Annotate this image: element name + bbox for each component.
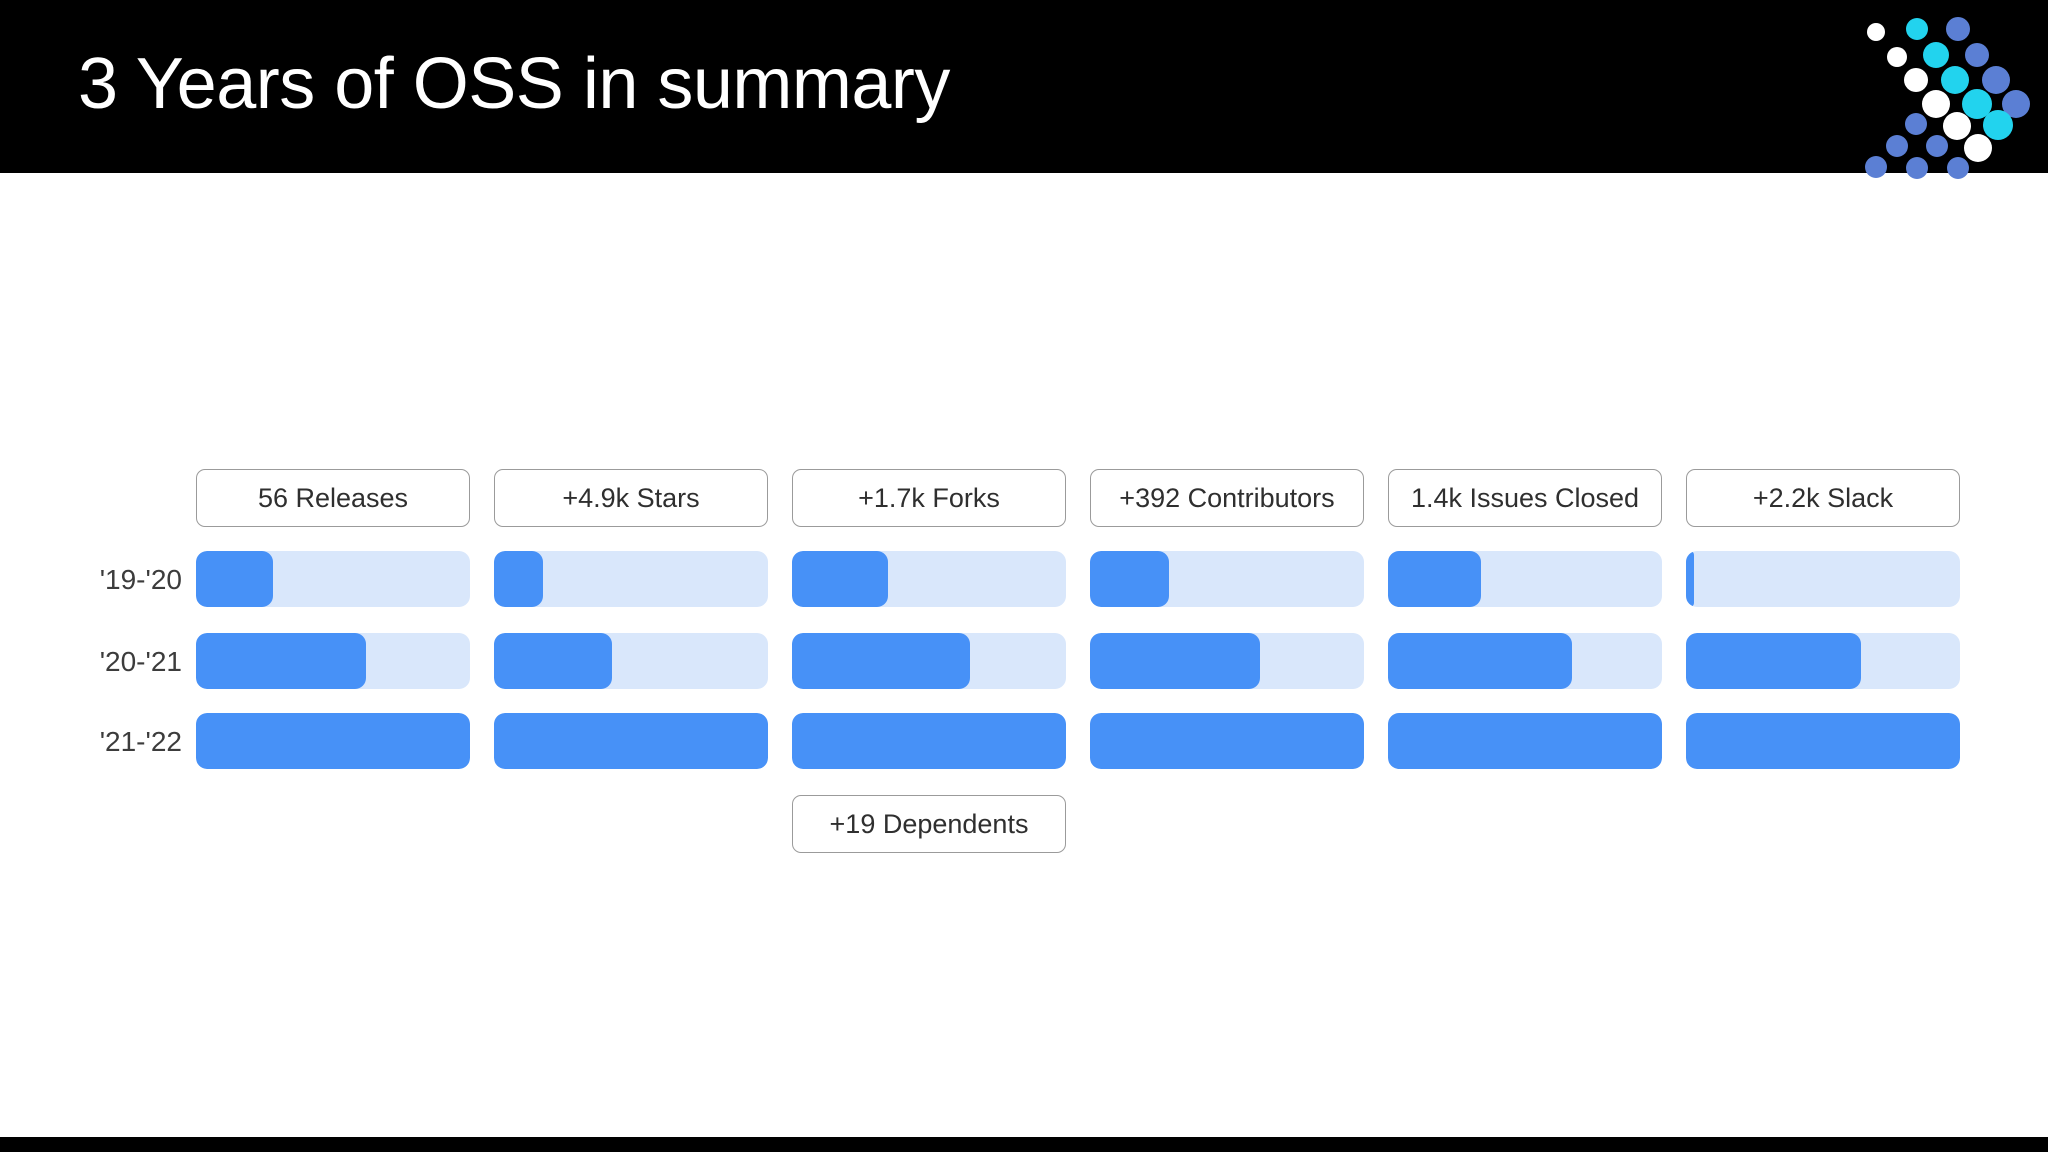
bar-fill	[792, 551, 888, 607]
metric-pill-6: +2.2k Slack	[1686, 469, 1960, 527]
bar-track	[196, 713, 470, 769]
logo-dot-4	[1923, 42, 1949, 68]
bar-track	[1686, 633, 1960, 689]
logo-dot-16	[1926, 135, 1948, 157]
logo-dot-19	[1906, 157, 1928, 179]
bar-fill	[196, 551, 273, 607]
dot-matrix-logo	[1860, 12, 2030, 179]
row-label-3: '21-'22	[99, 726, 182, 757]
metric-pill-4: +392 Contributors	[1090, 469, 1364, 527]
bar-track	[1090, 713, 1364, 769]
bar-track	[494, 713, 768, 769]
bar-track	[1388, 551, 1662, 607]
bar-fill	[1686, 713, 1960, 769]
logo-dot-17	[1964, 134, 1992, 162]
logo-dot-13	[1943, 112, 1971, 140]
logo-dot-5	[1965, 43, 1989, 67]
bar-fill	[1090, 551, 1170, 607]
logo-dot-1	[1906, 18, 1928, 40]
metric-pill-3: +1.7k Forks	[792, 469, 1066, 527]
row-label-2: '20-'21	[99, 646, 182, 677]
bar-fill	[1090, 713, 1364, 769]
bar-track	[1090, 551, 1364, 607]
dependents-pill: +19 Dependents	[792, 795, 1066, 853]
bar-fill	[792, 633, 971, 689]
bar-track	[494, 551, 768, 607]
bar-fill	[1686, 551, 1695, 607]
bar-fill	[1388, 633, 1572, 689]
logo-dot-8	[1982, 66, 2010, 94]
metric-pill-2: +4.9k Stars	[494, 469, 768, 527]
metric-pill-5: 1.4k Issues Closed	[1388, 469, 1662, 527]
bar-fill	[1388, 551, 1482, 607]
bar-track	[792, 633, 1066, 689]
logo-dot-6	[1904, 68, 1928, 92]
bar-fill	[792, 713, 1066, 769]
bar-track	[1388, 713, 1662, 769]
bar-fill	[494, 633, 612, 689]
bar-track	[196, 633, 470, 689]
bar-track	[792, 713, 1066, 769]
logo-dot-3	[1887, 47, 1907, 67]
bar-track	[1388, 633, 1662, 689]
logo-dot-7	[1941, 66, 1969, 94]
bar-track	[1686, 551, 1960, 607]
logo-dot-20	[1947, 157, 1969, 179]
metric-pill-1: 56 Releases	[196, 469, 470, 527]
page-title: 3 Years of OSS in summary	[78, 44, 950, 124]
bar-fill	[196, 713, 470, 769]
bar-fill	[196, 633, 366, 689]
bar-track	[1090, 633, 1364, 689]
logo-dot-9	[1922, 90, 1950, 118]
row-label-1: '19-'20	[99, 564, 182, 595]
bar-track	[1686, 713, 1960, 769]
logo-dot-15	[1886, 135, 1908, 157]
bar-track	[196, 551, 470, 607]
logo-dot-12	[1905, 113, 1927, 135]
logo-dot-14	[1983, 110, 2013, 140]
bar-fill	[1388, 713, 1662, 769]
bar-fill	[494, 713, 768, 769]
slide-footer-bar	[0, 1137, 2048, 1152]
bar-fill	[1686, 633, 1862, 689]
logo-dot-0	[1867, 23, 1885, 41]
logo-dot-2	[1946, 17, 1970, 41]
bar-fill	[494, 551, 544, 607]
logo-dot-18	[1865, 156, 1887, 178]
bar-track	[792, 551, 1066, 607]
bar-fill	[1090, 633, 1260, 689]
bar-track	[494, 633, 768, 689]
slide-header: 3 Years of OSS in summary	[0, 0, 2048, 179]
